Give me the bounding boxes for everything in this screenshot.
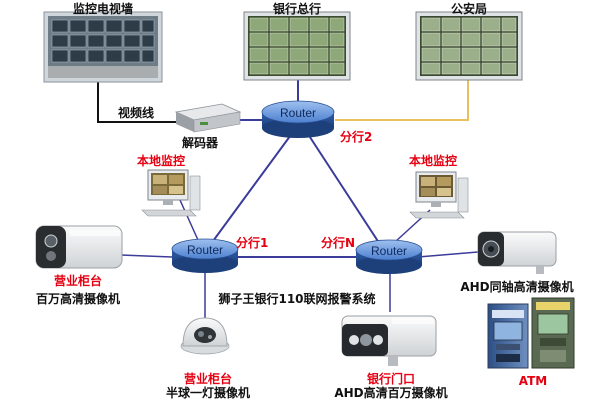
video-line-label: 视频线 [118,106,155,120]
bank-hq-label: 银行总行 [272,2,322,16]
bullet-camera-right-icon [477,231,557,274]
link-video-line [97,82,178,123]
router-right-icon [355,239,423,274]
system-title: 狮子王银行110联网报警系统 [218,292,376,306]
router-top-icon [261,100,335,138]
decoder-label: 解码器 [181,136,219,150]
video-wall-label: 监控电视墙 [72,2,134,16]
dome-camera-label: 半球一灯摄像机 [165,386,251,400]
bank-hq-monitor-icon [243,11,351,81]
computer-left-icon [141,169,201,217]
counter-top-label: 营业柜台 [53,274,103,288]
link-top-right [303,127,386,253]
link-right-cam [417,251,479,258]
link-left-pc [179,199,199,241]
router-left-icon [171,238,239,273]
local-monitor-left-label: 本地监控 [137,154,186,168]
router-top-label: Router [280,106,316,120]
bank-door-label: 银行门口 [366,372,416,386]
decoder-icon [174,103,242,133]
router-left-label: Router [187,243,223,257]
dome-camera-icon [180,317,230,355]
router-right-label: Router [371,244,407,258]
computer-right-icon [409,171,469,219]
million-camera-label: 百万高清摄像机 [35,292,121,306]
link-top-left [204,127,297,253]
door-camera-icon [341,315,437,366]
ahd-coax-camera-label: AHD同轴高清摄像机 [460,280,574,294]
atm-icon [487,297,575,369]
video-wall-icon [43,11,163,83]
link-left-cam [119,254,173,258]
bullet-camera-left-icon [35,225,123,269]
branch1-label: 分行1 [236,236,269,250]
police-label: 公安局 [450,2,488,16]
branchN-label: 分行N [321,236,356,250]
ahd-million-camera-label: AHD高清百万摄像机 [334,386,448,400]
local-monitor-right-label: 本地监控 [409,154,458,168]
counter-bottom-label: 营业柜台 [183,372,233,386]
branch2-label: 分行2 [340,130,373,144]
atm-label: ATM [518,374,548,388]
police-monitor-icon [415,11,523,81]
link-police [335,80,469,121]
